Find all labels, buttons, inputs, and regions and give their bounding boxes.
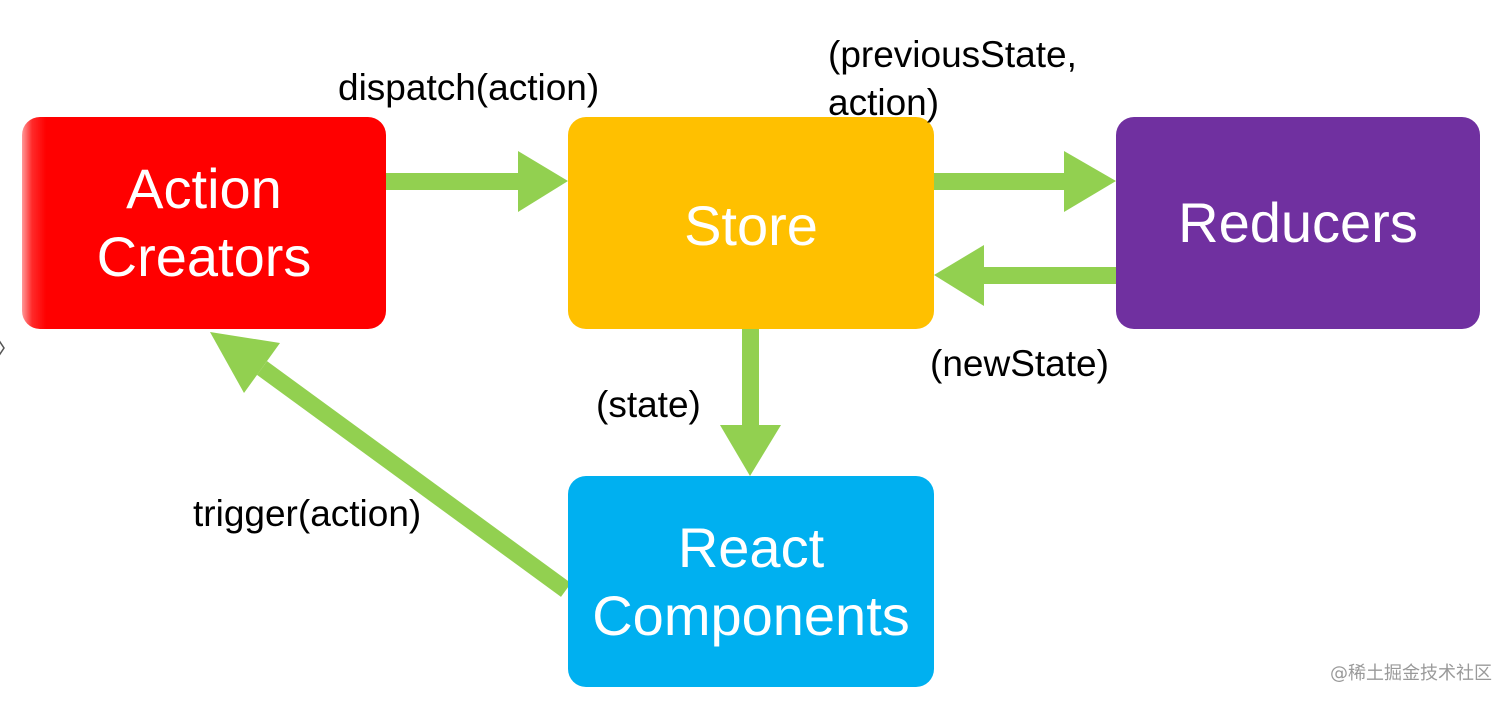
react-components-node: React Components: [568, 476, 934, 687]
reducers-node: Reducers: [1116, 117, 1480, 329]
arrow-state: [720, 329, 781, 476]
arrow-trigger: [210, 332, 572, 597]
watermark: @稀土掘金技术社区: [1330, 663, 1492, 684]
trigger-label: trigger(action): [193, 493, 422, 534]
new-state-label: (newState): [930, 343, 1109, 384]
dispatch-label: dispatch(action): [338, 67, 600, 108]
state-label: (state): [596, 384, 701, 425]
arrow-previous-state: [934, 151, 1116, 212]
arrow-new-state: [934, 245, 1116, 306]
edge-mark: [0, 340, 5, 356]
action-creators-node: Action Creators: [22, 117, 386, 329]
arrow-dispatch: [386, 151, 568, 212]
previous-state-label: (previousState, action): [828, 34, 1077, 123]
store-node: Store: [568, 117, 934, 329]
